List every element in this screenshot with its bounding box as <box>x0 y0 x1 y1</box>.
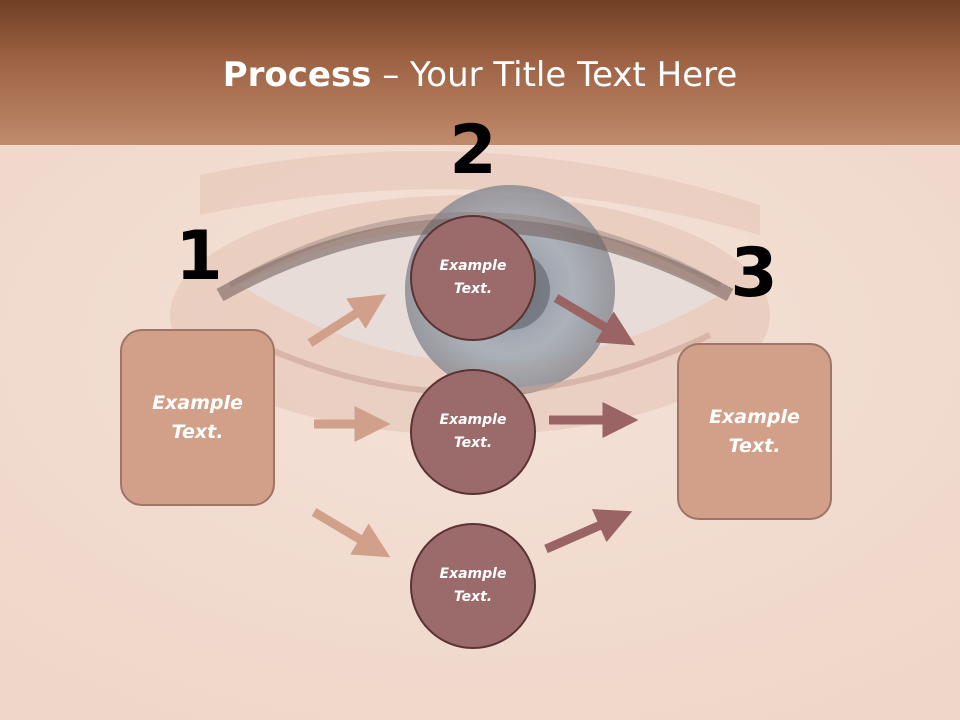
process-circle-top: Example Text. <box>410 215 536 341</box>
right-process-box: Example Text. <box>677 343 832 520</box>
right-box-line1: Example <box>709 405 800 428</box>
right-box-line2: Text. <box>728 434 781 457</box>
step-number-2: 2 <box>449 111 497 190</box>
circle-top-line2: Text. <box>453 281 493 297</box>
left-box-line1: Example <box>152 391 243 414</box>
circle-bottom-line2: Text. <box>453 589 493 605</box>
process-circle-middle: Example Text. <box>410 369 536 495</box>
circle-middle-line1: Example <box>439 412 507 428</box>
circle-bottom-line1: Example <box>439 566 507 582</box>
slide-title: Process – Your Title Text Here <box>0 55 960 95</box>
step-number-1: 1 <box>175 217 223 296</box>
left-process-box: Example Text. <box>120 329 275 506</box>
title-bar <box>0 0 960 145</box>
slide-title-rest: – Your Title Text Here <box>371 55 738 95</box>
left-box-line2: Text. <box>171 420 224 443</box>
circle-middle-line2: Text. <box>453 435 493 451</box>
circle-top-line1: Example <box>439 258 507 274</box>
process-circle-bottom: Example Text. <box>410 523 536 649</box>
slide-title-bold: Process <box>222 55 372 95</box>
step-number-3: 3 <box>730 234 778 313</box>
